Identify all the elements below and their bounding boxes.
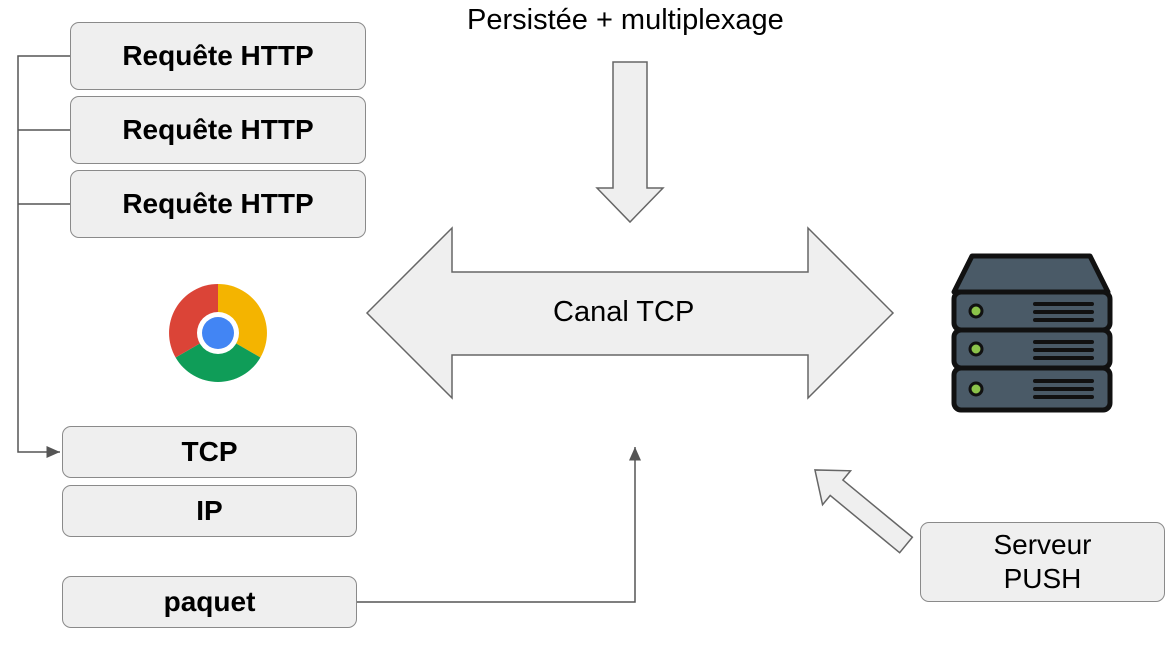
push-line-2: PUSH (1003, 563, 1082, 594)
tcp-layer-box: TCP (62, 426, 357, 478)
top-caption: Persistée + multiplexage (467, 4, 784, 36)
chrome-icon (169, 284, 267, 382)
packet-box: paquet (62, 576, 357, 628)
packet-to-channel-connector (357, 447, 641, 603)
http-request-box: Requête HTTP (70, 22, 366, 90)
push-server-box: Serveur PUSH (920, 522, 1165, 602)
http-request-box: Requête HTTP (70, 170, 366, 238)
push-line-1: Serveur (993, 529, 1092, 560)
http-request-box: Requête HTTP (70, 96, 366, 164)
ip-layer-box: IP (62, 485, 357, 537)
channel-label: Canal TCP (553, 296, 695, 328)
http-to-tcp-connector (17, 55, 70, 458)
down-arrow (595, 61, 665, 224)
server-icon (951, 253, 1113, 413)
push-arrow (814, 469, 914, 554)
tcp-channel-arrow (365, 226, 895, 400)
